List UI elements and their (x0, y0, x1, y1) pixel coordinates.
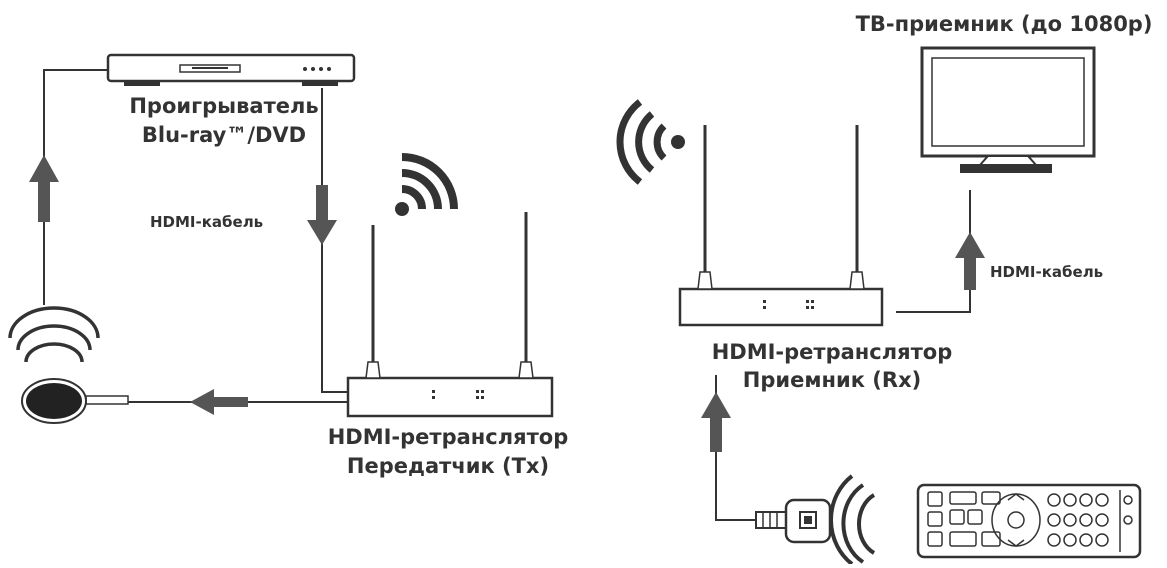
tv-label: ТВ-приемник (до 1080p) (855, 12, 1153, 36)
tv-up-arrow (955, 232, 985, 290)
left-down-arrow (307, 185, 337, 245)
tv-icon (920, 46, 1096, 173)
ir-up-arrow (701, 392, 731, 452)
left-wireless-signal-icon (8, 306, 100, 363)
bluray-player-icon (106, 53, 356, 86)
receiver-wireless-signal-icon (616, 99, 685, 185)
transmitter-label-line2: Передатчик (Tx) (346, 454, 550, 478)
player-label-line1: Проигрыватель (129, 94, 319, 118)
receiver-icon (678, 125, 884, 327)
cable-label-right: HDMI-кабель (990, 263, 1104, 281)
left-up-arrow (29, 155, 59, 222)
transmitter-label-line1: HDMI-ретранслятор (327, 425, 569, 449)
left-left-arrow (190, 389, 248, 415)
receiver-label-line1: HDMI-ретранслятор (711, 340, 953, 364)
wireless-signal-icon (395, 153, 458, 216)
ir-emitter-icon (21, 378, 129, 424)
receiver-label-line2: Приемник (Rx) (742, 368, 922, 392)
remote-wireless-signal-icon (829, 474, 876, 566)
cable-label-left: HDMI-кабель (150, 213, 264, 231)
ir-receiver-icon (755, 498, 832, 544)
remote-control-icon (916, 483, 1142, 559)
player-label-line2: Blu-ray™/DVD (141, 123, 307, 147)
transmitter-icon (346, 212, 554, 418)
